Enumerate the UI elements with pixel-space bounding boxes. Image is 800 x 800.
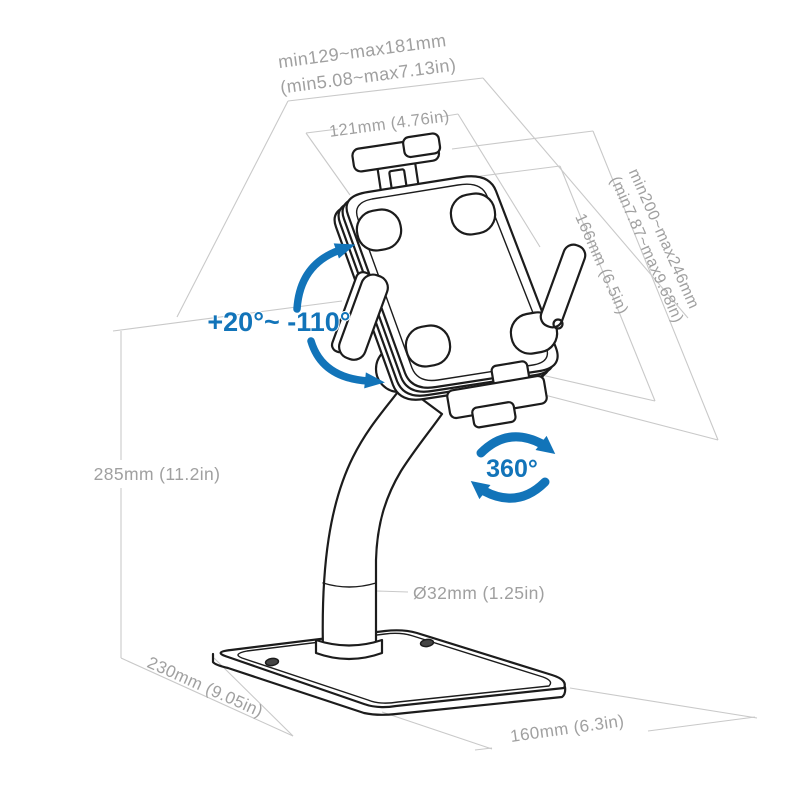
right-clamp-arm xyxy=(539,243,587,329)
plate-inner-line xyxy=(355,183,549,382)
dim-depth-line xyxy=(120,657,294,737)
dim-top-width-ext-left xyxy=(176,100,289,318)
dim-side-range-ext-top xyxy=(451,130,594,150)
tilt-arrow-up-head xyxy=(333,243,356,259)
tilt-reference-line xyxy=(112,300,343,332)
tilt-arrow-up xyxy=(293,246,344,313)
bottom-bracket-latch xyxy=(471,401,517,429)
dim-width-ext-left xyxy=(381,711,493,750)
rotation-arc-bottom-head xyxy=(470,480,491,500)
tablet-holder-plate xyxy=(333,175,559,401)
dim-clamp-width-line xyxy=(305,113,459,134)
base-plate xyxy=(211,629,567,716)
tilt-arrow-down-head xyxy=(364,372,385,389)
tilt-annotation: +20°~ -110° xyxy=(206,243,385,389)
dim-depth-ext xyxy=(213,657,294,737)
dim-width-line xyxy=(474,716,756,751)
dim-side-height-ext-bottom xyxy=(532,372,656,402)
rotation-arc-top-head xyxy=(535,435,556,455)
dim-diameter-leader xyxy=(376,590,409,593)
base-top-face xyxy=(219,629,566,709)
dim-side-range-ext-bottom xyxy=(536,392,719,441)
dimension-lines xyxy=(112,77,758,751)
dim-clamp-width-ext-left xyxy=(305,132,351,196)
top-clamp-knob xyxy=(402,132,442,159)
rotation-arc-top xyxy=(476,432,547,458)
base-width-label: 160mm (6.3in) xyxy=(509,711,625,746)
base-inner-line xyxy=(237,632,552,704)
dim-side-range-line xyxy=(592,130,719,441)
corner-grip-top-right xyxy=(449,192,497,236)
corner-grip-bottom-left xyxy=(404,324,452,368)
left-clamp-arm xyxy=(338,273,389,361)
dim-clamp-width-ext-right xyxy=(457,113,541,248)
base-thickness-edge xyxy=(211,652,567,716)
rotation-annotation: 360° xyxy=(470,432,556,503)
right-arm-hook xyxy=(552,318,564,330)
side-clamp-arms xyxy=(330,243,587,361)
rotation-360-label: 360° xyxy=(486,455,538,483)
pole-collar xyxy=(314,638,384,661)
dim-top-width-line xyxy=(287,77,484,102)
stand-artwork xyxy=(211,132,587,716)
stand-height-label: 285mm (11.2in) xyxy=(94,464,221,484)
pole xyxy=(314,383,444,661)
pole-body xyxy=(321,383,444,651)
dim-side-height-line xyxy=(559,165,656,402)
bottom-bracket xyxy=(446,360,548,429)
dim-top-width-ext-right xyxy=(482,77,689,319)
base-screw-hole-right xyxy=(419,638,435,648)
tilt-arrow-down xyxy=(307,337,372,385)
tilt-range-label: +20°~ -110° xyxy=(207,307,350,337)
dim-width-ext-right xyxy=(569,687,758,719)
base-screw-hole-left xyxy=(264,657,280,667)
rotation-arc-bottom xyxy=(479,477,550,503)
pole-band-line xyxy=(322,582,377,588)
corner-grip-top-left xyxy=(355,208,403,252)
pole-diameter-label: Ø32mm (1.25in) xyxy=(413,583,545,603)
